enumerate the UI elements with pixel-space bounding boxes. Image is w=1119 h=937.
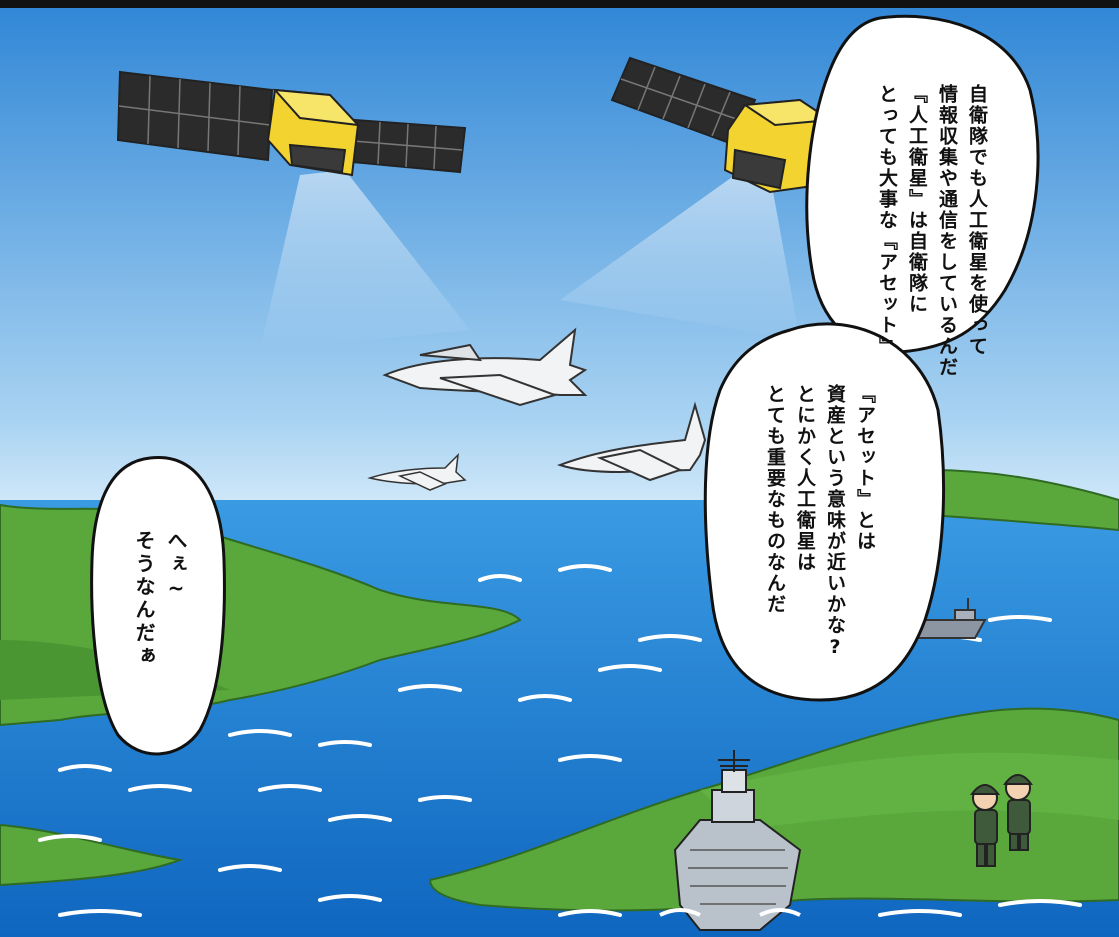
soldier-left <box>970 784 1000 867</box>
jet-small <box>367 452 467 491</box>
speech-text-upper-right: 自衛隊でも人工衛星を使って 情報収集や通信をしているんだ 『人工衛星』は自衛隊に… <box>876 84 988 378</box>
speech-text-left: へぇ~ そうなんだぁ <box>132 530 188 668</box>
speech-bubble-middle-right <box>703 322 946 702</box>
speech-bubble-upper-right <box>805 14 1040 354</box>
satellite-right <box>610 56 842 202</box>
jet-medium <box>557 401 707 482</box>
top-border <box>0 0 1119 8</box>
speech-text-middle-right: 『アセット』とは 資産という意味が近いかな? とにかく人工衛星は とても重要なも… <box>764 384 876 660</box>
speech-bubble-left <box>90 456 226 756</box>
jet-large <box>382 327 588 407</box>
satellite-beam-right <box>560 175 800 340</box>
satellite-left <box>116 70 467 177</box>
warship <box>659 750 802 931</box>
satellite-beam-left <box>260 170 470 350</box>
soldier-right <box>1003 774 1033 851</box>
land-right-distant <box>929 468 1119 532</box>
